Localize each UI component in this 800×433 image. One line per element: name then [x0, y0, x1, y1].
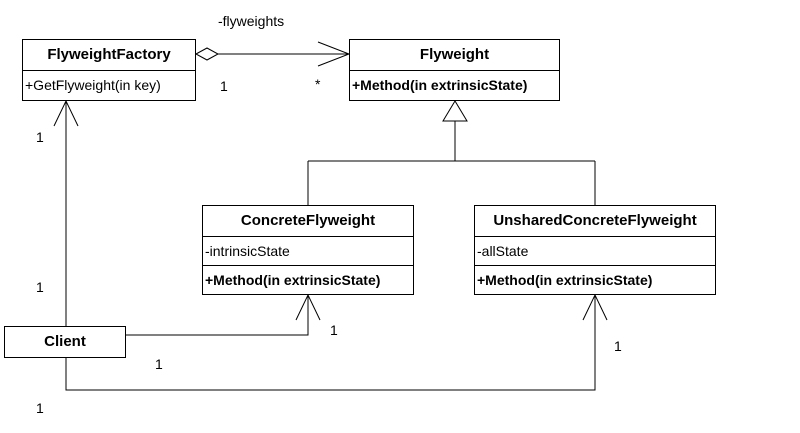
- role-label-flyweights: -flyweights: [218, 13, 285, 29]
- inheritance-triangle: [442, 100, 468, 122]
- operation: +GetFlyweight(in key): [25, 77, 161, 93]
- operations-section: +GetFlyweight(in key): [23, 70, 195, 100]
- association-client-unshared: [65, 293, 608, 391]
- class-name: UnsharedConcreteFlyweight: [493, 212, 697, 229]
- multiplicity-client-factory-bottom: 1: [36, 279, 44, 295]
- class-client: Client: [4, 326, 126, 358]
- multiplicity-concrete-end: 1: [330, 322, 338, 338]
- operation: +Method(in extrinsicState): [477, 272, 653, 288]
- association-client-concrete: [126, 293, 321, 336]
- arrow-head-open: [582, 293, 608, 321]
- multiplicity-unshared-end: 1: [614, 338, 622, 354]
- multiplicity-flyweight-end: *: [315, 76, 321, 92]
- class-unshared-concrete-flyweight: UnsharedConcreteFlyweight -allState +Met…: [474, 205, 716, 295]
- class-name: FlyweightFactory: [47, 46, 171, 63]
- arrow-head-open: [295, 293, 321, 321]
- attribute: -intrinsicState: [205, 243, 290, 259]
- class-name: Client: [44, 333, 86, 350]
- association-client-factory: [53, 99, 79, 326]
- multiplicity-factory-end: 1: [220, 78, 228, 94]
- multiplicity-client-unshared: 1: [36, 400, 44, 416]
- class-flyweight: Flyweight +Method(in extrinsicState): [349, 39, 560, 101]
- attributes-section: -allState: [475, 236, 715, 265]
- class-name: Flyweight: [419, 46, 490, 63]
- operations-section: +Method(in extrinsicState): [475, 265, 715, 294]
- operation: +Method(in extrinsicState): [352, 77, 528, 93]
- attribute: -allState: [477, 243, 529, 259]
- aggregation-factory-flyweight: [194, 41, 351, 67]
- multiplicity-client-factory-top: 1: [36, 129, 44, 145]
- arrow-head-open: [53, 99, 79, 127]
- attributes-section: -intrinsicState: [203, 236, 413, 265]
- operation: +Method(in extrinsicState): [205, 272, 381, 288]
- class-concrete-flyweight: ConcreteFlyweight -intrinsicState +Metho…: [202, 205, 414, 295]
- generalization-tree: [307, 100, 596, 205]
- class-flyweight-factory: FlyweightFactory +GetFlyweight(in key): [22, 39, 196, 101]
- multiplicity-client-concrete: 1: [155, 356, 163, 372]
- aggregation-diamond: [194, 47, 220, 61]
- operations-section: +Method(in extrinsicState): [350, 70, 559, 100]
- operations-section: +Method(in extrinsicState): [203, 265, 413, 294]
- class-name: ConcreteFlyweight: [240, 212, 376, 229]
